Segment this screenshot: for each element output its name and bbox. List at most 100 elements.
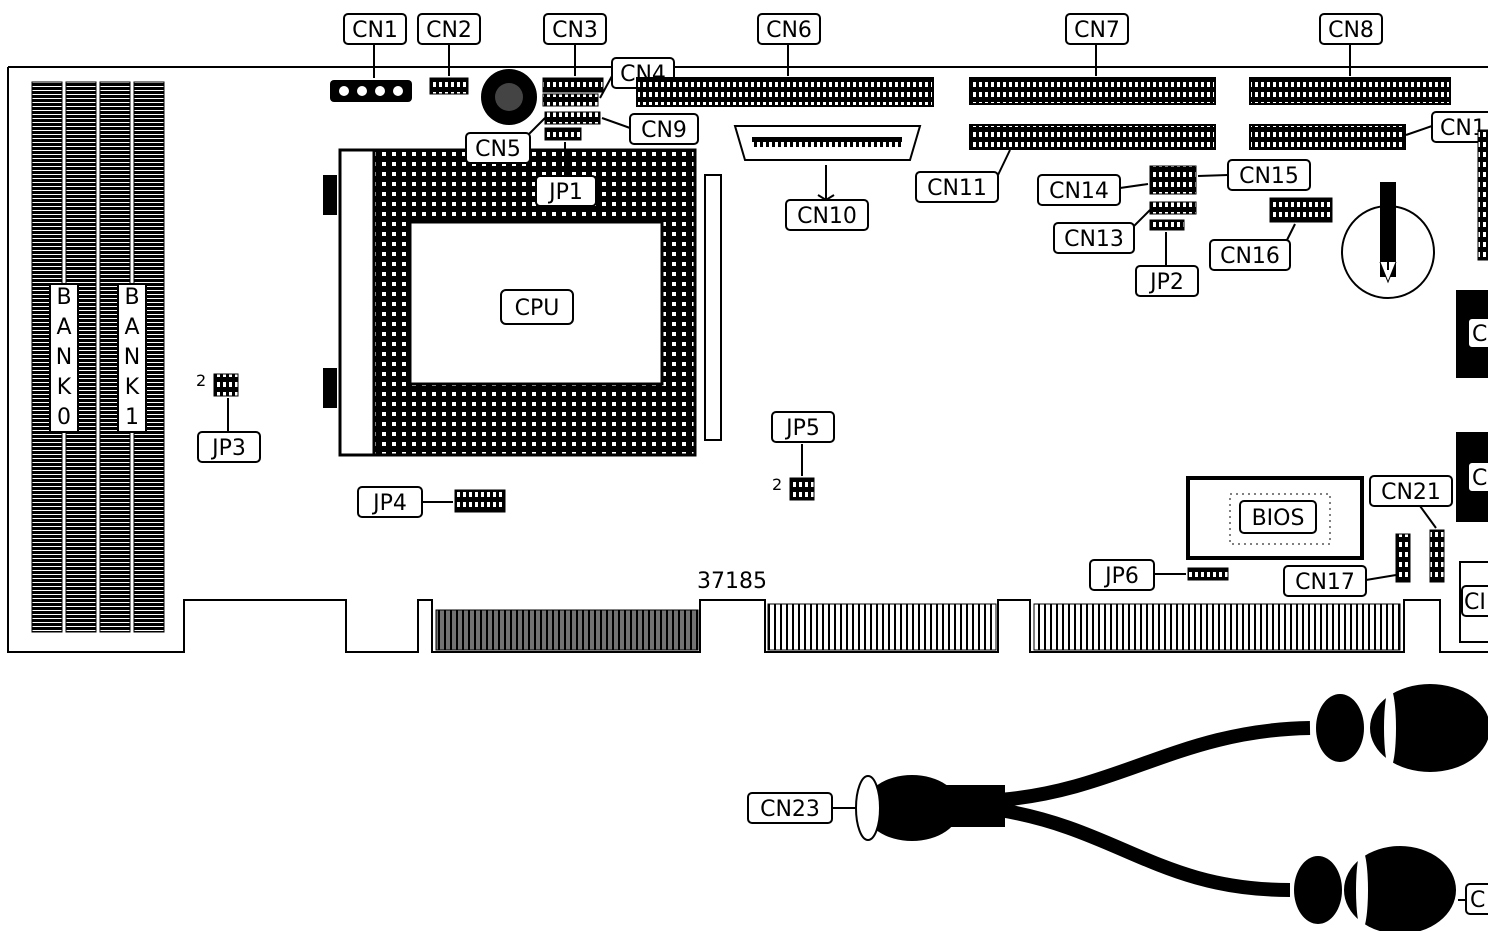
right-edge-label-4: C (1458, 883, 1488, 915)
right-edge-connector-1: C (1456, 290, 1488, 378)
svg-text:CN9: CN9 (641, 118, 687, 143)
svg-text:JP3: JP3 (210, 436, 246, 461)
cn6-connector (636, 77, 934, 107)
svg-text:CN8: CN8 (1328, 18, 1374, 43)
svg-text:CN21: CN21 (1381, 480, 1441, 505)
jp5-label: JP5 (771, 411, 835, 476)
jp5-jumper: 2 (772, 475, 815, 501)
cn8-connector (1249, 77, 1451, 105)
memory-slots (31, 81, 165, 633)
svg-text:B: B (124, 285, 139, 310)
cn17-label: CN17 (1283, 565, 1397, 597)
cn1-connector (330, 80, 412, 102)
svg-text:1: 1 (125, 405, 139, 430)
cn2-connector (429, 77, 469, 95)
svg-text:JP1: JP1 (547, 180, 583, 205)
svg-text:JP5: JP5 (784, 416, 820, 441)
svg-text:K: K (57, 375, 72, 400)
svg-text:CI: CI (1464, 590, 1486, 615)
right-edge-connector-3: CI (1459, 561, 1488, 643)
cn15-label: CN15 (1197, 159, 1311, 191)
svg-text:CN17: CN17 (1295, 570, 1355, 595)
svg-text:CN13: CN13 (1064, 227, 1124, 252)
cn16-label: CN16 (1209, 223, 1296, 271)
svg-text:A: A (56, 315, 71, 340)
jp2-jumper (1149, 219, 1185, 231)
bios-chip: BIOS (1186, 476, 1364, 560)
cn16-connector (1269, 197, 1333, 223)
svg-text:CN23: CN23 (760, 797, 820, 822)
edge-connector-pci (435, 609, 699, 651)
cn11-connector (969, 124, 1216, 150)
cn13-label: CN13 (1053, 209, 1151, 254)
cn12-label: CN1 (1405, 111, 1488, 143)
svg-text:CPU: CPU (515, 296, 560, 321)
svg-text:C: C (1470, 888, 1485, 913)
cn13-connector (1149, 201, 1197, 215)
svg-text:C: C (1472, 322, 1487, 347)
cn9-label: CN9 (601, 113, 699, 145)
battery-buzzer (481, 69, 537, 125)
svg-text:K: K (125, 375, 140, 400)
cn14-label: CN14 (1037, 174, 1149, 206)
cn9-connector (544, 111, 601, 125)
cn12-connector (1249, 124, 1406, 150)
cn10-connector (733, 125, 922, 161)
svg-text:CN11: CN11 (927, 176, 987, 201)
cn1-label: CN1 (343, 13, 407, 78)
jp3-label: JP3 (197, 398, 261, 463)
board-id: 37185 (697, 569, 767, 594)
svg-text:0: 0 (57, 405, 71, 430)
cn6-label: CN6 (757, 13, 821, 76)
jp6-jumper (1187, 567, 1229, 581)
svg-text:C: C (1472, 466, 1487, 491)
edge-connector-isa-2 (1033, 603, 1401, 651)
jp2-label: JP2 (1135, 232, 1199, 297)
svg-text:2: 2 (772, 475, 782, 494)
svg-text:2: 2 (196, 371, 206, 390)
right-edge-connector-2: C (1456, 432, 1488, 522)
cn3-label: CN3 (543, 13, 607, 76)
cn21-connector (1429, 529, 1445, 583)
jp1-label: JP1 (535, 142, 597, 207)
cn2-label: CN2 (417, 13, 481, 76)
cn11-label: CN11 (915, 149, 1011, 203)
svg-text:CN14: CN14 (1049, 179, 1109, 204)
edge-connector-isa-1 (767, 603, 997, 651)
jp4-label: JP4 (357, 486, 453, 518)
svg-text:CN6: CN6 (766, 18, 812, 43)
svg-text:JP6: JP6 (1103, 564, 1139, 589)
cn15-connector (1149, 165, 1197, 195)
bank0-label: B A N K 0 (56, 285, 72, 430)
svg-text:CN7: CN7 (1074, 18, 1120, 43)
svg-text:B: B (56, 285, 71, 310)
cn10-label: CN10 (785, 165, 869, 231)
svg-text:JP2: JP2 (1148, 270, 1184, 295)
cn8-label: CN8 (1319, 13, 1383, 76)
jp4-jumper (454, 489, 506, 513)
svg-text:CN5: CN5 (475, 137, 521, 162)
svg-text:N: N (56, 345, 72, 370)
svg-text:N: N (124, 345, 140, 370)
svg-text:A: A (124, 315, 139, 340)
cpu-label: CPU (500, 289, 574, 325)
cn5-label: CN5 (465, 117, 546, 164)
svg-text:CN16: CN16 (1220, 244, 1280, 269)
svg-text:CN10: CN10 (797, 204, 857, 229)
bank1-label: B A N K 1 (124, 285, 140, 430)
jp3-jumper: 2 (196, 371, 239, 397)
svg-text:BIOS: BIOS (1252, 506, 1305, 531)
cn7-connector (969, 77, 1216, 105)
svg-text:CN3: CN3 (552, 18, 598, 43)
board-outline (7, 66, 1488, 653)
jp6-label: JP6 (1089, 559, 1186, 591)
cn21-label: CN21 (1369, 475, 1453, 529)
svg-text:CN1: CN1 (352, 18, 398, 43)
svg-text:JP4: JP4 (371, 491, 407, 516)
jp1-jumper (544, 127, 582, 141)
battery (1341, 182, 1435, 299)
svg-text:CN2: CN2 (426, 18, 472, 43)
right-edge-header (1477, 129, 1488, 261)
y-cable (855, 684, 1488, 931)
